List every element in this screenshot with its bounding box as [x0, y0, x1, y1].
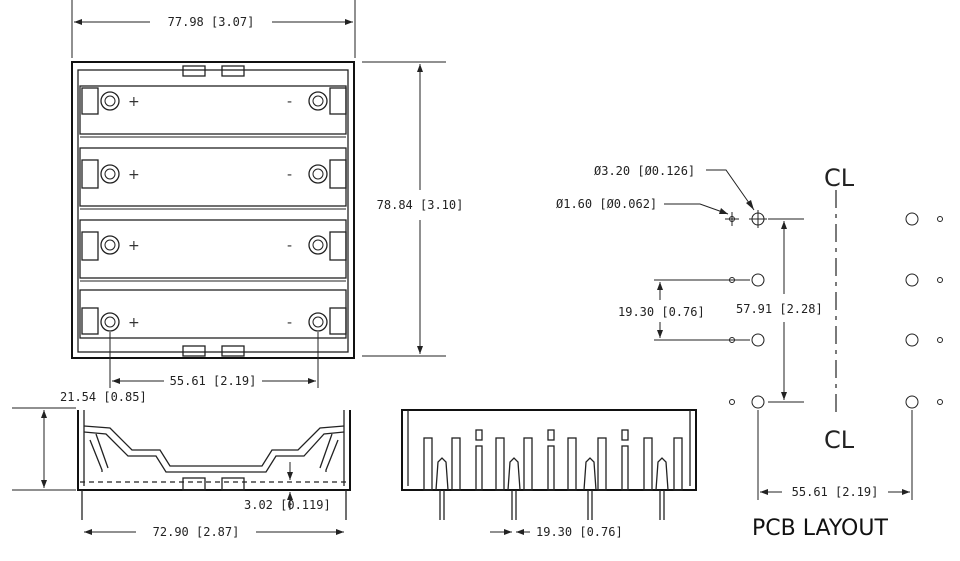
top-view: 77.98 [3.07] + - [71, 0, 464, 388]
plus-sign: + [128, 315, 140, 331]
cell-slot-1: + - [79, 85, 347, 138]
dim-height: 78.84 [3.10] [377, 198, 464, 212]
plus-sign: + [128, 94, 140, 110]
minus-sign: - [287, 238, 292, 254]
dim-top-width: 77.98 [3.07] [168, 15, 255, 29]
plus-sign: + [128, 238, 140, 254]
dim-contact-span: 55.61 [2.19] [170, 374, 257, 388]
pcb-layout-title: PCB LAYOUT [752, 516, 888, 541]
minus-sign: - [287, 167, 292, 183]
front-slots [423, 429, 683, 491]
dim-pcb-span: 57.91 [2.28] [736, 302, 823, 316]
dim-base-thickness: 3.02 [0.119] [244, 498, 331, 512]
dim-front-pitch: 19.30 [0.76] [536, 525, 623, 539]
minus-sign: - [287, 315, 292, 331]
dim-pcb-pitch: 19.30 [0.76] [618, 305, 705, 319]
cell-slot-2: + - [79, 147, 347, 210]
minus-sign: - [287, 94, 292, 110]
front-view: 19.30 [0.76] [401, 409, 697, 539]
cell-slot-3: + - [79, 219, 347, 282]
dim-side-height: 21.54 [0.85] [60, 390, 147, 404]
pcb-layout: CL CL Ø3.20 [Ø0.126] Ø1.60 [Ø0.062] [556, 164, 943, 541]
cell-slot-4: + - [79, 289, 347, 339]
label-small-hole: Ø1.60 [Ø0.062] [556, 197, 657, 211]
side-view: 21.54 [0.85] 3.02 [0.119] 72.90 [2.87] [12, 390, 351, 539]
centerline-mark-bottom: CL [824, 426, 855, 454]
plus-sign: + [128, 167, 140, 183]
dim-side-length: 72.90 [2.87] [153, 525, 240, 539]
label-large-hole: Ø3.20 [Ø0.126] [594, 164, 695, 178]
centerline-mark-top: CL [824, 164, 855, 192]
dim-pcb-width: 55.61 [2.19] [792, 485, 879, 499]
